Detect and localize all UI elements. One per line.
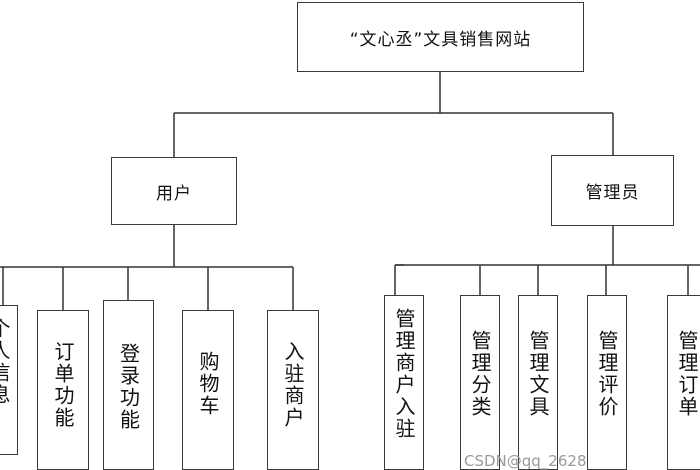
user-leaf-personal-info: 个人信息 [0,305,18,455]
user-leaf-login: 登录功能 [103,300,154,470]
root-node-label: “文心丞”文具销售网站 [349,29,532,50]
user-leaf-orders: 订单功能 [37,310,89,470]
admin-leaf-manage-orders: 管理订单 [667,295,700,470]
root-node: “文心丞”文具销售网站 [297,2,584,72]
watermark-text: CSDN@qq_2628 [464,452,587,470]
admin-leaf-manage-stationery: 管理文具 [518,295,558,470]
user-node: 用户 [111,157,237,225]
admin-node-label: 管理员 [585,183,640,203]
admin-node: 管理员 [551,155,674,226]
admin-leaf-manage-reviews: 管理评价 [587,295,627,470]
admin-leaf-manage-categories: 管理分类 [460,295,500,470]
user-leaf-cart: 购物车 [182,310,234,470]
admin-leaf-manage-merchant-join: 管理商户入驻 [384,295,424,470]
user-leaf-merchant-join: 入驻商户 [267,310,319,470]
user-node-label: 用户 [156,183,192,204]
